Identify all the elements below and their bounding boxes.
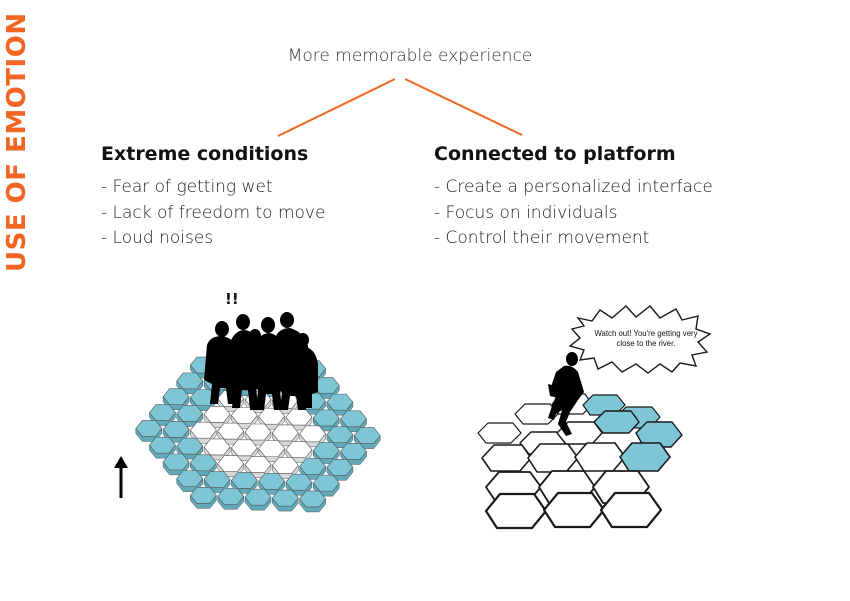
hex-tile — [190, 487, 217, 504]
hex-tile — [162, 420, 190, 438]
hex-tile — [326, 458, 354, 476]
right-heading: Connected to platform — [434, 143, 676, 165]
hex-tile — [244, 423, 272, 441]
hex-tile — [312, 474, 340, 492]
hex-tile — [285, 408, 313, 426]
crowd-exclamation: !! — [225, 290, 239, 308]
left-heading: Extreme conditions — [101, 143, 309, 165]
hex-tile — [244, 456, 272, 473]
hex-tile — [340, 443, 367, 460]
hex-tile — [244, 488, 272, 506]
hex-tile — [149, 404, 176, 421]
hex-tile — [176, 405, 204, 422]
hex-tile — [149, 436, 176, 454]
hex-tile — [312, 442, 340, 459]
hex-tile — [258, 440, 286, 458]
list-item: - Control their movement — [434, 228, 650, 248]
hex-tile — [271, 457, 299, 474]
left-branch: Extreme conditions - Fear of getting wet… — [101, 143, 325, 252]
hex-tile — [271, 424, 299, 442]
person-silhouette — [548, 352, 584, 436]
left-list: - Fear of getting wet - Lack of freedom … — [101, 175, 325, 252]
hex-tile — [203, 406, 231, 423]
hex-tile — [340, 410, 367, 428]
branch-line-left — [277, 78, 396, 137]
root-concept: More memorable experience — [287, 46, 533, 66]
hex-tile — [203, 471, 231, 488]
hex-tile — [285, 473, 313, 491]
hex-tile — [271, 489, 299, 507]
right-list: - Create a personalized interface - Focu… — [434, 175, 713, 252]
hex-tile — [203, 438, 231, 456]
hex-tile — [217, 455, 245, 472]
crowd-hex-platform — [135, 356, 381, 513]
hex-tile — [176, 437, 204, 455]
hex-tile — [176, 470, 204, 487]
list-item: - Create a personalized interface — [434, 177, 713, 197]
hex-tile — [230, 472, 258, 489]
individual-hex-grid — [477, 393, 683, 530]
hex-tile — [312, 377, 340, 394]
hex-tile — [162, 453, 190, 471]
hex-tile — [299, 458, 326, 475]
right-branch: Connected to platform - Create a persona… — [434, 143, 713, 252]
hex-tile — [326, 426, 354, 444]
hex-tile — [230, 439, 258, 457]
branch-line-right — [404, 78, 523, 136]
hex-tile — [285, 441, 313, 458]
hex-tile — [353, 427, 381, 444]
hex-tile — [217, 422, 245, 440]
list-item: - Loud noises — [101, 228, 214, 248]
hex-tile — [190, 421, 217, 439]
hex-tile — [258, 407, 286, 425]
hex-tile — [299, 490, 326, 508]
hex-tile — [190, 454, 217, 472]
hex-tile — [299, 425, 326, 443]
hex-tile — [326, 393, 354, 411]
hex-tile — [135, 420, 163, 437]
hex-tile — [312, 409, 340, 427]
up-arrow-icon — [114, 456, 128, 498]
list-item: - Focus on individuals — [434, 202, 618, 223]
speech-bubble — [568, 305, 712, 374]
list-item: - Lack of freedom to move — [101, 202, 326, 223]
hex-tile — [176, 372, 204, 390]
hex-tile — [217, 487, 245, 505]
hex-tile — [258, 473, 286, 490]
speech-bubble-text: Watch out! You're getting very close to … — [594, 329, 698, 348]
list-item: - Fear of getting wet — [101, 177, 273, 197]
crowd-silhouette — [204, 312, 318, 410]
hex-tile — [162, 388, 190, 406]
